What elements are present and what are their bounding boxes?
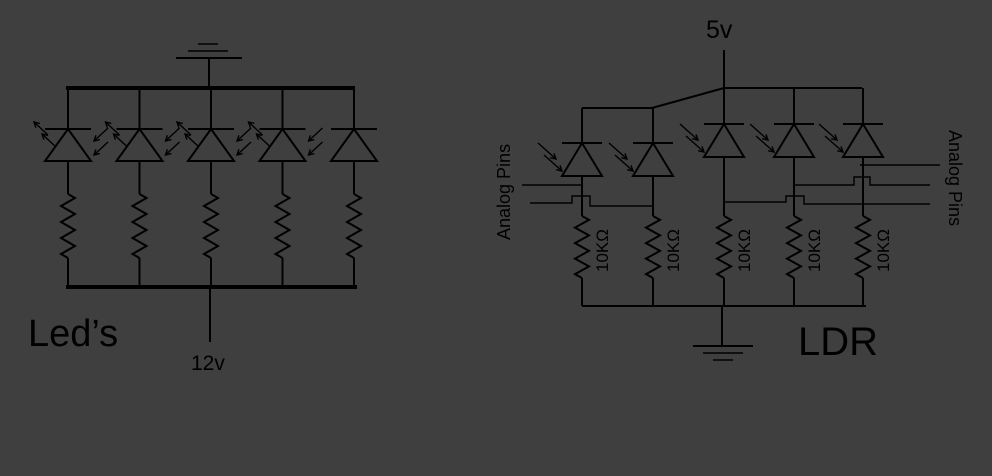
light-input-arrows <box>164 127 180 156</box>
resistor-value-label: 10KΩ <box>664 229 683 272</box>
resistor-symbol <box>344 193 364 259</box>
ldr-branch: 10KΩ <box>679 88 754 306</box>
light-input-arrows <box>608 142 635 172</box>
led-title: Led’s <box>28 313 118 355</box>
light-emission-arrows <box>32 121 57 148</box>
led-symbol <box>329 127 379 162</box>
resistor-symbol <box>201 193 221 259</box>
light-input-arrows <box>818 123 845 153</box>
resistor-symbol <box>130 193 149 259</box>
led-supply-label: 12v <box>191 352 225 375</box>
resistor-symbol <box>714 215 734 279</box>
resistor-value-label: 10KΩ <box>593 229 612 272</box>
led-symbol <box>114 127 165 162</box>
photodiode-symbol <box>702 122 746 158</box>
led-branch <box>329 88 379 287</box>
light-input-arrows <box>235 127 252 156</box>
ldr-supply-label: 5v <box>706 16 733 44</box>
resistor-value-label: 10KΩ <box>874 229 893 272</box>
photodiode-symbol <box>772 122 816 158</box>
led-symbol <box>257 127 308 162</box>
analog-pins-label-right: Analog Pins <box>945 130 965 226</box>
ldr-branch: 10KΩ <box>818 88 893 306</box>
led-branch <box>175 88 252 287</box>
led-branch <box>104 88 180 287</box>
resistor-symbol <box>643 215 663 279</box>
light-input-arrows <box>679 123 706 153</box>
led-circuit: Led’s 12v <box>28 43 379 375</box>
left-ground-symbol <box>176 43 242 88</box>
ldr-branch: 10KΩ <box>749 88 824 306</box>
led-symbol <box>43 127 93 162</box>
led-branch <box>32 88 109 287</box>
led-symbol <box>186 127 236 162</box>
photodiode-symbol <box>560 141 604 177</box>
light-input-arrows <box>307 127 323 156</box>
light-emission-arrows <box>104 121 128 148</box>
light-input-arrows <box>749 123 776 153</box>
resistor-symbol <box>572 215 592 279</box>
resistor-symbol <box>273 193 292 259</box>
resistor-value-label: 10KΩ <box>805 229 824 272</box>
light-input-arrows <box>92 127 109 156</box>
light-emission-arrows <box>175 121 200 148</box>
ldr-circuit: 5v 10KΩ 10KΩ 10KΩ 10KΩ 10KΩ Analog Pins Anal… <box>494 16 965 364</box>
resistor-symbol <box>58 193 78 259</box>
photodiode-symbol <box>841 122 885 158</box>
ldr-ground-symbol <box>693 345 753 361</box>
analog-pin-leads-right <box>724 164 940 205</box>
analog-pins-label-left: Analog Pins <box>494 144 514 240</box>
resistor-symbol <box>784 215 804 279</box>
resistor-symbol <box>853 215 873 279</box>
analog-pin-leads-left <box>522 184 654 207</box>
ldr-branch: 10KΩ <box>608 108 683 306</box>
ldr-title: LDR <box>798 320 878 364</box>
led-branch <box>247 88 323 287</box>
light-input-arrows <box>537 142 564 172</box>
ldr-top-rail-left <box>582 87 725 109</box>
light-emission-arrows <box>247 121 271 148</box>
photodiode-symbol <box>631 141 675 177</box>
resistor-value-label: 10KΩ <box>735 229 754 272</box>
ldr-branch: 10KΩ <box>537 108 612 306</box>
